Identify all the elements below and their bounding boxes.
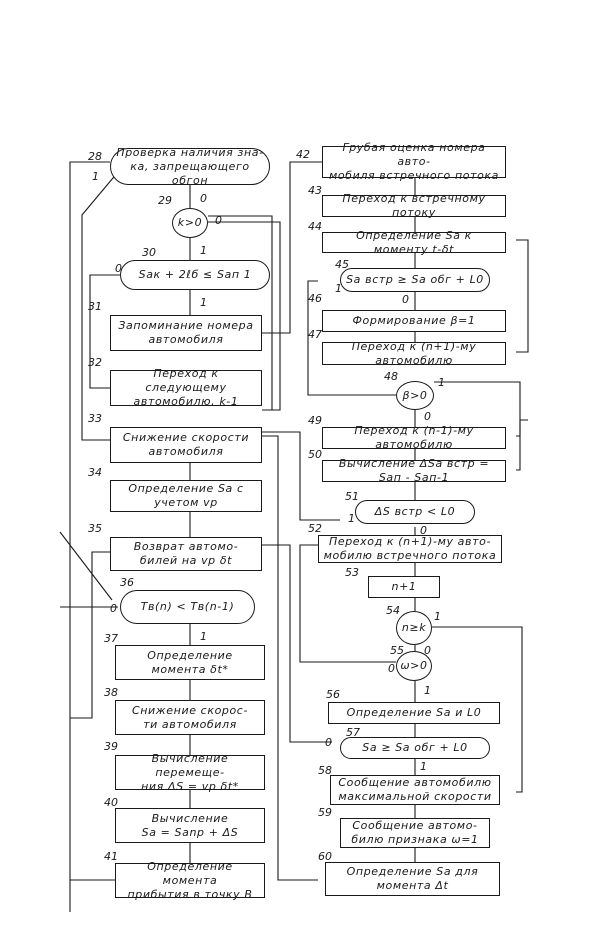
block-51: ΔS встр < L0	[355, 500, 475, 524]
branch-label: 0	[110, 602, 117, 615]
num-29: 29	[158, 194, 172, 207]
block-38: Снижение скорос- ти автомобиля	[115, 700, 265, 735]
num-42: 42	[296, 148, 310, 161]
num-30: 30	[142, 246, 156, 259]
num-41: 41	[104, 850, 118, 863]
block-31: Запоминание номера автомобиля	[110, 315, 262, 351]
branch-label: 1	[335, 282, 342, 295]
branch-label: 1	[92, 170, 99, 183]
num-38: 38	[104, 686, 118, 699]
branch-label: 0	[420, 524, 427, 537]
num-36: 36	[120, 576, 134, 589]
branch-label: 1	[200, 296, 207, 309]
block-42: Грубая оценка номера авто- мобиля встреч…	[322, 141, 506, 182]
num-28: 28	[88, 150, 102, 163]
block-54: n≥k	[396, 611, 432, 645]
block-30: Sак + 2ℓб ≤ Sап 1	[120, 260, 270, 290]
branch-label: 1	[424, 684, 431, 697]
branch-label: 1	[434, 610, 441, 623]
num-51: 51	[345, 490, 359, 503]
num-48: 48	[384, 370, 398, 383]
block-35: Возврат автомо- билей на vр δt	[110, 537, 262, 571]
num-34: 34	[88, 466, 102, 479]
block-32: Переход к следующему автомобилю, k-1	[110, 367, 262, 408]
branch-label: 1	[200, 244, 207, 257]
block-44: Определение Sа к моменту t-δt	[322, 229, 506, 256]
block-55: ω>0	[396, 651, 432, 681]
branch-label: 0	[402, 293, 409, 306]
branch-label: 0	[115, 262, 122, 275]
block-53: n+1	[368, 576, 440, 598]
block-41: Определение момента прибытия в точку В	[115, 860, 265, 901]
branch-label: 0	[388, 662, 395, 675]
num-60: 60	[318, 850, 332, 863]
block-58: Сообщение автомобилю максимальной скорос…	[330, 775, 500, 805]
branch-label: 0	[215, 214, 222, 227]
branch-label: 1	[200, 630, 207, 643]
num-58: 58	[318, 764, 332, 777]
branch-label: 0	[200, 192, 207, 205]
num-40: 40	[104, 796, 118, 809]
block-50: Вычисление ΔSа встр = Sап - Sап-1	[322, 457, 506, 484]
num-32: 32	[88, 356, 102, 369]
num-53: 53	[345, 566, 359, 579]
num-37: 37	[104, 632, 118, 645]
num-47: 47	[308, 328, 322, 341]
block-46: Формирование β=1	[322, 310, 506, 332]
block-57: Sа ≥ Sа обг + L0	[340, 737, 490, 759]
num-59: 59	[318, 806, 332, 819]
branch-label: 1	[348, 512, 355, 525]
block-36: Tв(n) < Tв(n-1)	[120, 590, 255, 624]
num-33: 33	[88, 412, 102, 425]
branch-label: 1	[438, 376, 445, 389]
block-52: Переход к (n+1)-му авто- мобилю встречно…	[318, 535, 502, 563]
num-44: 44	[308, 220, 322, 233]
block-48: β>0	[396, 381, 434, 410]
num-31: 31	[88, 300, 102, 313]
branch-label: 0	[424, 644, 431, 657]
num-56: 56	[326, 688, 340, 701]
num-46: 46	[308, 292, 322, 305]
num-57: 57	[346, 726, 360, 739]
block-45: Sа встр ≥ Sа обг + L0	[340, 268, 490, 292]
num-43: 43	[308, 184, 322, 197]
block-39: Вычисление перемеще- ния ΔS = vр δt*	[115, 752, 265, 793]
block-37: Определение момента δt*	[115, 645, 265, 680]
block-29: k>0	[172, 208, 208, 238]
block-43: Переход к встречному потоку	[322, 192, 506, 219]
block-56: Определение Sа и L0	[328, 702, 500, 724]
block-28: Проверка наличия зна- ка, запрещающего о…	[110, 146, 270, 187]
block-40: Вычисление Sа = Sаnp + ΔS	[115, 808, 265, 843]
block-47: Переход к (n+1)-му автомобилю	[322, 340, 506, 367]
block-60: Определение Sа для момента Δt	[325, 862, 500, 896]
num-54: 54	[386, 604, 400, 617]
branch-label: 0	[424, 410, 431, 423]
block-34: Определение Sа с учетом vр	[110, 480, 262, 512]
num-45: 45	[335, 258, 349, 271]
num-35: 35	[88, 522, 102, 535]
block-59: Сообщение автомо- билю признака ω=1	[340, 818, 490, 848]
branch-label: 1	[420, 760, 427, 773]
branch-label: 0	[325, 736, 332, 749]
num-55: 55	[390, 644, 404, 657]
num-39: 39	[104, 740, 118, 753]
num-52: 52	[308, 522, 322, 535]
num-50: 50	[308, 448, 322, 461]
num-49: 49	[308, 414, 322, 427]
block-33: Снижение скорости автомобиля	[110, 427, 262, 463]
block-49: Переход к (n-1)-му автомобилю	[322, 424, 506, 451]
